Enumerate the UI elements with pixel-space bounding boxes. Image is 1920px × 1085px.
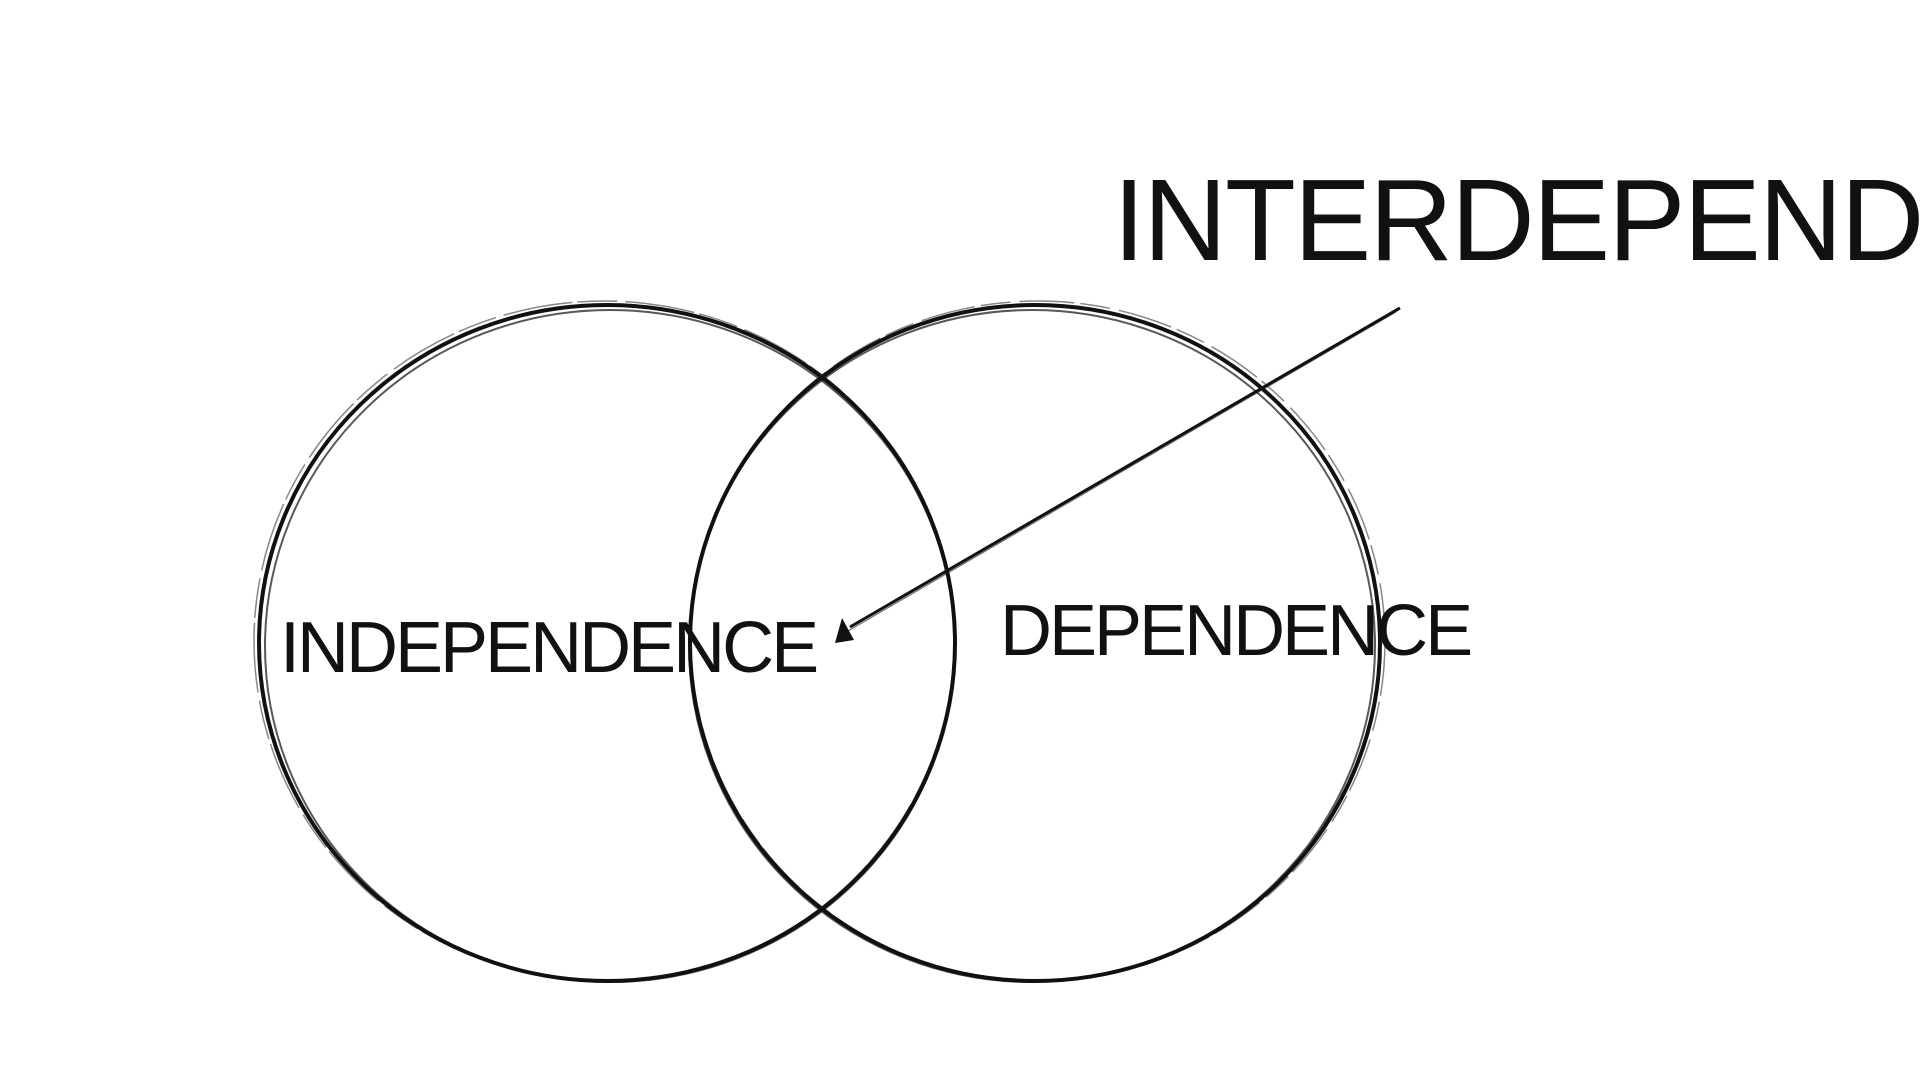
set-circle-right	[688, 300, 1386, 983]
set-label-independence: INDEPENDENCE	[280, 608, 816, 688]
intersection-pointer-arrow	[835, 306, 1401, 643]
set-label-dependence: DEPENDENCE	[1000, 591, 1470, 671]
arrowhead-icon	[835, 618, 854, 643]
set-circle-left	[253, 300, 957, 983]
intersection-label: INTERDEPENDENCE	[1113, 155, 1920, 285]
